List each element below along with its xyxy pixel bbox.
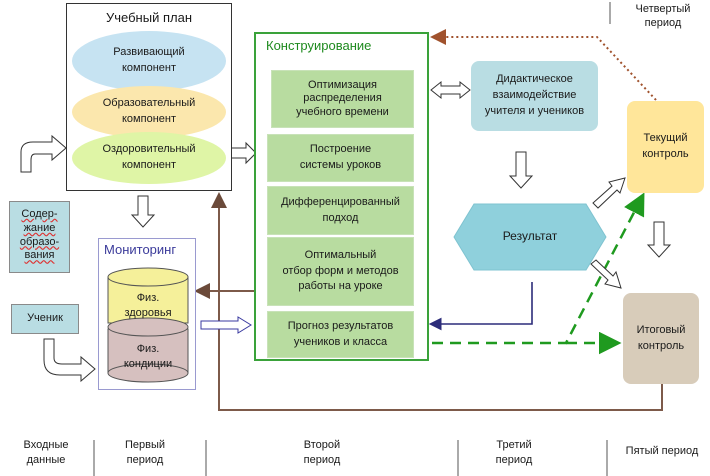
- didactic-interaction-box: Дидактическое взаимодействие учителя и у…: [471, 61, 598, 131]
- construct-block: Конструирование Оптимизация распределени…: [254, 32, 429, 361]
- construct-item-line: работы на уроке: [298, 280, 383, 293]
- result-to-forecast-line: [428, 282, 533, 331]
- construct-item-differentiated: Дифференцированный подход: [267, 186, 414, 235]
- didactic-line: учителя и учеников: [484, 104, 585, 117]
- construct-item-line: Оптимизация: [308, 79, 377, 92]
- result-to-final-arrow: [590, 259, 622, 289]
- construct-item-time-optimization: Оптимизация распределения учебного време…: [271, 70, 414, 128]
- educational-component-line2: компонент: [122, 113, 176, 125]
- physical-condition-label: Физ. кондиции: [107, 342, 189, 373]
- footer-line: Третий: [496, 439, 532, 451]
- footer-first-period: Первый период: [103, 438, 187, 468]
- health-component-line1: Оздоровительный: [102, 143, 196, 156]
- health-component: Оздоровительный компонент: [72, 132, 226, 184]
- footer-input-data: Входные данные: [6, 438, 86, 468]
- plan-to-monitoring-arrow: [130, 195, 156, 228]
- construct-item-line: распределения: [303, 92, 382, 105]
- developing-component-line1: Развивающий: [113, 46, 185, 59]
- construct-item-line: отбор форм и методов: [282, 264, 399, 277]
- physical-health-line: Физ.: [136, 292, 160, 304]
- result-label: Результат: [502, 229, 558, 244]
- monitoring-input-arrow: [200, 316, 252, 334]
- physical-condition-line: кондиции: [123, 358, 173, 371]
- construct-didactic-double-arrow: [430, 80, 471, 100]
- feedback-loop-line: [211, 192, 663, 411]
- construct-title: Конструирование: [266, 38, 372, 53]
- physical-condition-line: Физ.: [136, 343, 160, 355]
- education-content-line: образо-: [19, 235, 60, 248]
- developing-component-line2: компонент: [122, 62, 176, 74]
- health-component-line2: компонент: [122, 159, 176, 171]
- left-curved-arrow: [20, 134, 67, 173]
- construct-item-line: учеников и класса: [293, 335, 388, 348]
- construct-item-line: Оптимальный: [304, 248, 377, 261]
- footer-line: период: [126, 453, 164, 466]
- current-control-line: контроль: [642, 148, 689, 160]
- footer-line: Второй: [303, 439, 341, 451]
- footer-fifth-period: Пятый период: [625, 445, 699, 457]
- footer-third-period: Третий период: [472, 438, 556, 468]
- current-control-line: Текущий: [643, 132, 688, 145]
- student-box: Ученик: [11, 304, 79, 334]
- dotted-feedback-arrow: [430, 29, 657, 101]
- monitoring-cylinders: [107, 267, 189, 383]
- physical-health-line: здоровья: [124, 307, 172, 320]
- footer-line: Входные: [23, 439, 69, 451]
- final-control-line: контроль: [637, 339, 685, 352]
- construct-item-line: подход: [322, 211, 359, 224]
- education-content-line: жание: [23, 221, 56, 234]
- didactic-line: взаимодействие: [492, 89, 577, 102]
- footer-line: данные: [26, 453, 66, 466]
- didactic-line: Дидактическое: [496, 73, 573, 86]
- fourth-period-line: Четвертый: [635, 3, 691, 15]
- current-control-box: Текущий контроль: [627, 101, 704, 193]
- result-hexagon: [453, 203, 607, 271]
- construct-item-methods: Оптимальный отбор форм и методов работы …: [267, 237, 414, 306]
- construct-item-line: Дифференцированный: [281, 195, 400, 208]
- footer-second-period: Второй период: [280, 438, 364, 468]
- educational-component: Образовательный компонент: [72, 86, 226, 138]
- physical-health-label: Физ. здоровья: [107, 291, 189, 322]
- fourth-period-line: период: [644, 17, 682, 30]
- education-content-line: Содер-: [21, 208, 58, 220]
- final-control-line: Итоговый: [636, 323, 686, 336]
- student-curved-arrow: [43, 338, 96, 383]
- construct-item-forecast: Прогноз результатов учеников и класса: [267, 311, 414, 358]
- educational-component-line1: Образовательный: [102, 97, 196, 110]
- footer-line: Первый: [124, 439, 166, 451]
- final-control-box: Итоговый контроль: [623, 293, 699, 384]
- result-to-current-arrow: [592, 177, 626, 209]
- footer-line: период: [495, 453, 533, 466]
- study-plan-block: Учебный план Развивающий компонент Образ…: [66, 3, 232, 191]
- study-plan-title: Учебный план: [106, 10, 192, 25]
- education-content-box: Содер- жание образо- вания: [9, 201, 70, 273]
- construct-item-line: системы уроков: [299, 159, 382, 171]
- construct-item-line: учебного времени: [296, 105, 389, 118]
- didactic-to-result-arrow: [508, 151, 534, 189]
- construct-item-line: Прогноз результатов: [287, 319, 394, 332]
- footer-line: период: [303, 453, 341, 466]
- monitoring-title: Мониторинг: [104, 242, 177, 257]
- monitoring-block: Мониторинг Физ. здоровья Физ. кондиции: [98, 238, 196, 390]
- developing-component: Развивающий компонент: [72, 31, 226, 91]
- education-content-line: вания: [24, 249, 55, 262]
- construct-item-lesson-system: Построение системы уроков: [267, 134, 414, 182]
- construct-item-line: Построение: [309, 143, 372, 156]
- fourth-period-label: Четвертый период: [618, 2, 708, 31]
- current-to-final-arrow: [646, 221, 672, 258]
